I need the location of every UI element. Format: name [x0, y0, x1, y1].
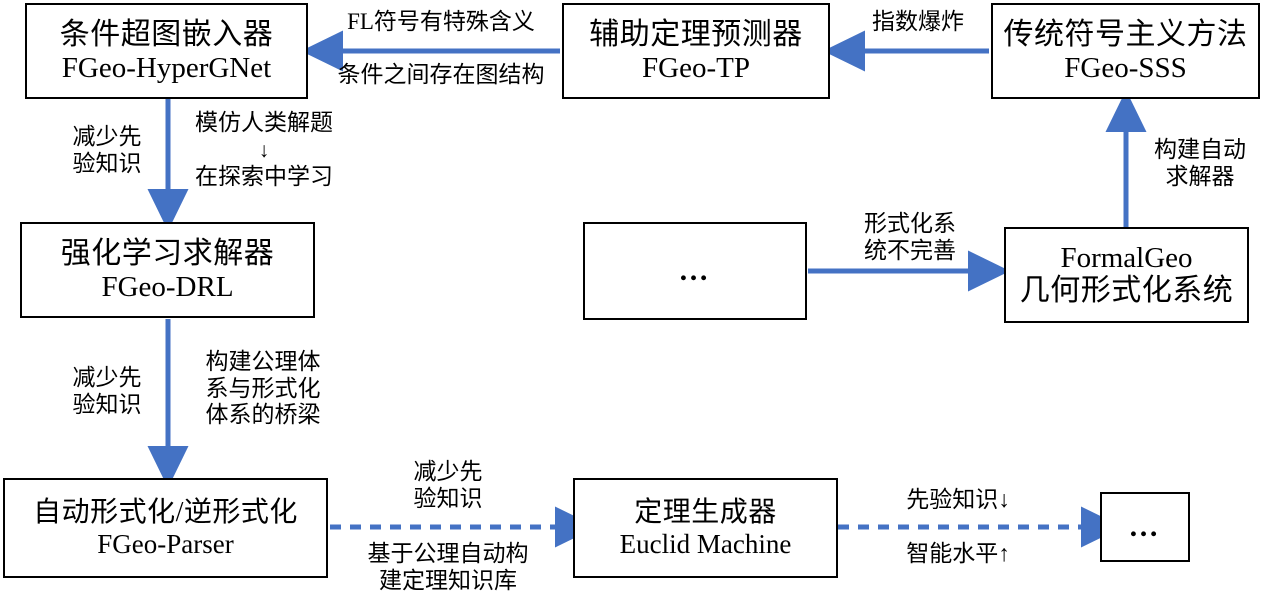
node-more-end[interactable]: …	[1100, 492, 1190, 562]
edge-label-hypergnet-to-drl-right: 模仿人类解题 ↓ 在探索中学习	[184, 110, 344, 191]
edge-label-euclid-to-more-below: 智能水平↑	[906, 541, 1010, 566]
edge-label-sss-to-tp: 指数爆炸	[872, 9, 964, 34]
node-label-en: Euclid Machine	[619, 528, 792, 559]
node-label-en: FGeo-HyperGNet	[61, 51, 272, 84]
node-fgeo-hypergnet[interactable]: 条件超图嵌入器 FGeo-HyperGNet	[25, 3, 308, 99]
node-label-en: FGeo-DRL	[101, 270, 234, 303]
node-fgeo-tp[interactable]: 辅助定理预测器 FGeo-TP	[562, 3, 830, 99]
node-fgeo-drl[interactable]: 强化学习求解器 FGeo-DRL	[20, 222, 315, 318]
edge-label-drl-to-parser-left: 减少先 验知识	[72, 365, 142, 417]
node-fgeo-parser[interactable]: 自动形式化/逆形式化 FGeo-Parser	[3, 478, 328, 578]
node-formalgeo[interactable]: FormalGeo 几何形式化系统	[1004, 227, 1249, 323]
node-euclid-machine[interactable]: 定理生成器 Euclid Machine	[573, 478, 838, 578]
edge-label-formalgeo-to-sss: 构建自动 求解器	[1154, 137, 1246, 189]
node-label-cn: 几何形式化系统	[1019, 274, 1234, 308]
edge-label-more-to-formalgeo: 形式化系 统不完善	[864, 211, 956, 263]
ellipsis-label: …	[1128, 510, 1162, 544]
edge-label-parser-to-euclid-below: 基于公理自动构 建定理知识库	[367, 541, 529, 593]
node-label-en: FGeo-Parser	[97, 528, 234, 559]
ellipsis-label: …	[678, 254, 712, 288]
down-arrow-icon: ↓	[258, 137, 270, 162]
node-label-cn: 自动形式化/逆形式化	[33, 497, 298, 529]
node-label-cn: 强化学习求解器	[60, 236, 275, 270]
node-fgeo-sss[interactable]: 传统符号主义方法 FGeo-SSS	[991, 3, 1260, 99]
node-label-en: FormalGeo	[1060, 241, 1193, 274]
node-label-en: FGeo-SSS	[1064, 51, 1187, 84]
node-label-cn: 传统符号主义方法	[1003, 17, 1248, 51]
node-label-cn: 辅助定理预测器	[589, 17, 803, 51]
node-label-cn: 定理生成器	[634, 497, 777, 529]
node-more-middle[interactable]: …	[583, 222, 807, 320]
edge-label-tp-to-hypergnet-below: 条件之间存在图结构	[337, 62, 545, 87]
edge-label-parser-to-euclid-above: 减少先 验知识	[413, 459, 483, 511]
edge-label-hypergnet-to-drl-left: 减少先 验知识	[72, 124, 142, 176]
edge-label-euclid-to-more-above: 先验知识↓	[906, 487, 1010, 512]
node-label-en: FGeo-TP	[642, 51, 750, 84]
edge-label-drl-to-parser-right: 构建公理体 系与形式化 体系的桥梁	[205, 349, 321, 428]
edge-label-tp-to-hypergnet-above: FL符号有特殊含义	[347, 9, 535, 34]
node-label-cn: 条件超图嵌入器	[59, 17, 274, 51]
